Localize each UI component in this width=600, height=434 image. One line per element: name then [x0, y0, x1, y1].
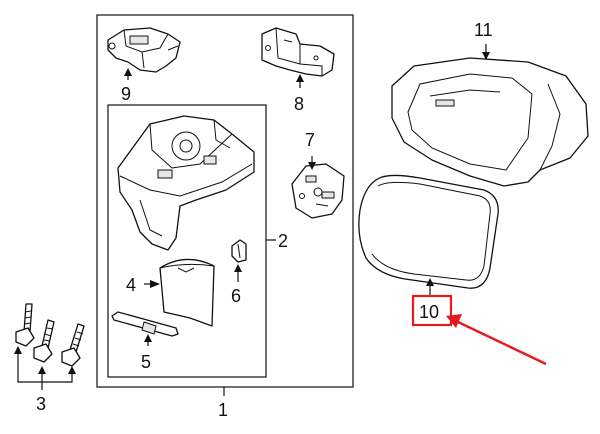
arrow-3c [68, 366, 76, 374]
bolt-2 [33, 319, 55, 363]
assembly-frame-inner [107, 104, 267, 378]
part-10-mirror-glass [358, 174, 499, 289]
red-pointer-arrowhead [446, 314, 462, 328]
bolt-1 [15, 303, 35, 347]
leader-3 [17, 350, 73, 383]
callout-1: 1 [218, 400, 228, 420]
arrow-8 [296, 74, 304, 82]
arrow-6 [234, 264, 242, 272]
callout-11: 11 [474, 20, 493, 40]
part-2-mirror-housing [117, 115, 255, 251]
callout-9: 9 [121, 84, 131, 104]
part-9-actuator [107, 27, 181, 73]
part-3-bolts [15, 303, 85, 367]
part-5-trim-strip [111, 311, 179, 337]
arrow-10 [426, 278, 434, 286]
arrow-9 [124, 68, 132, 76]
highlight-box-10 [411, 294, 453, 327]
arrow-11 [482, 52, 490, 60]
callout-2: 2 [278, 231, 288, 251]
arrow-5 [144, 334, 152, 342]
callout-3: 3 [36, 394, 46, 414]
callout-7: 7 [305, 130, 315, 150]
red-pointer-line [457, 320, 547, 366]
part-7-plate [291, 163, 345, 219]
part-4-cover [159, 258, 215, 327]
arrow-4 [150, 280, 160, 288]
callout-4: 4 [126, 275, 136, 295]
callout-10: 10 [419, 302, 439, 322]
part-11-mirror-cap [391, 57, 589, 187]
bolt-3 [61, 323, 85, 367]
callout-6: 6 [231, 286, 241, 306]
callout-5: 5 [141, 352, 151, 372]
part-6-clip [231, 239, 247, 263]
part-8-bracket [261, 27, 335, 77]
arrow-3a [14, 346, 22, 354]
arrow-7 [308, 162, 316, 170]
assembly-frame-outer [96, 14, 354, 388]
arrow-3b [38, 366, 46, 374]
callout-8: 8 [294, 94, 304, 114]
